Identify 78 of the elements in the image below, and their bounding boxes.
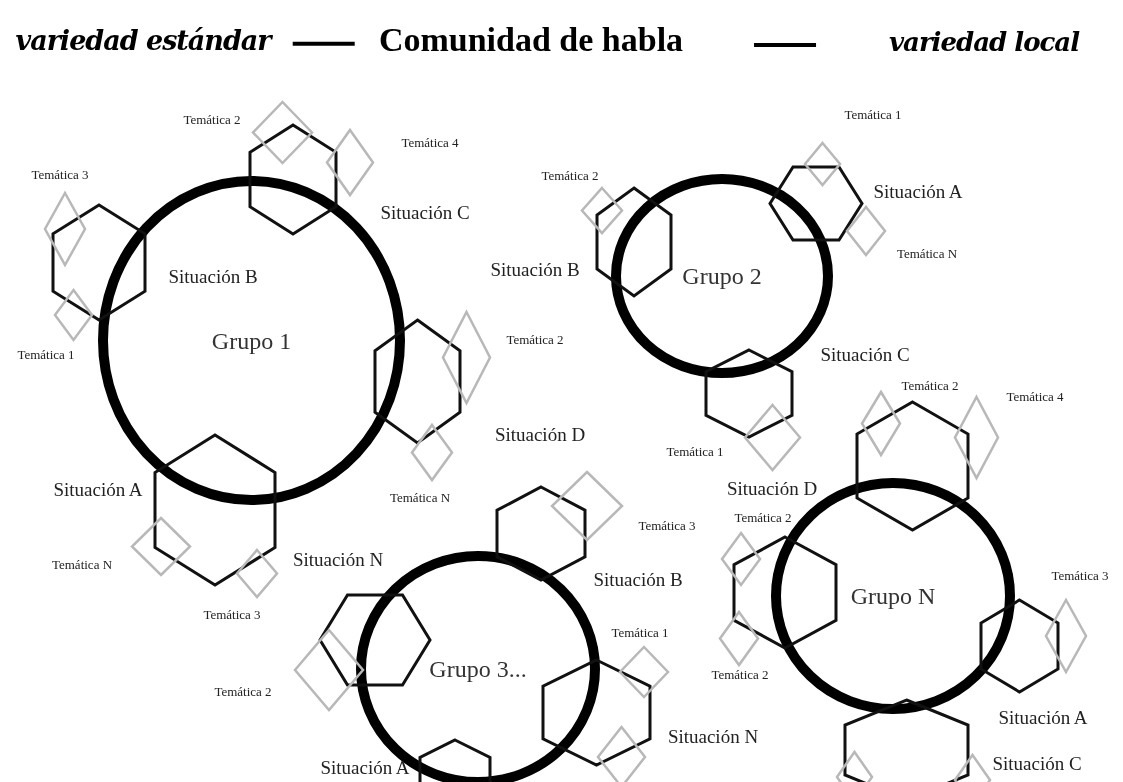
connector-line <box>292 41 355 46</box>
situation-label: Situación C <box>820 344 910 366</box>
situation-label: Situación D <box>494 424 586 446</box>
diamond <box>862 392 900 455</box>
hexagon <box>845 700 968 782</box>
connector-line <box>754 43 817 47</box>
variety-label: variedad estándar <box>15 24 271 56</box>
diamond <box>598 727 645 782</box>
situation-label: Situación C <box>992 753 1082 775</box>
hexagon <box>857 402 968 530</box>
situation-label: Situación B <box>593 569 683 591</box>
diamond <box>443 312 490 403</box>
hexagon <box>597 188 671 296</box>
topic-label: Temática 2 <box>734 510 792 526</box>
situation-label: Situación D <box>726 478 818 500</box>
diamond <box>745 405 800 470</box>
hexagon <box>497 487 585 580</box>
diamond <box>412 425 452 480</box>
diamond <box>552 472 622 540</box>
topic-label: Temática 2 <box>183 112 241 128</box>
diamond <box>237 550 277 597</box>
diamond <box>582 188 622 233</box>
group-label: Grupo 3... <box>429 655 527 683</box>
situation-label: Situación B <box>490 259 580 281</box>
topic-label: Temática 3 <box>203 607 261 623</box>
topic-label: Temática 2 <box>541 168 599 184</box>
situation-label: Situación A <box>320 757 410 779</box>
topic-label: Temática 1 <box>844 107 902 123</box>
topic-label: Temática 3 <box>638 518 696 534</box>
hexagon <box>981 600 1058 692</box>
topic-label: Temática 3 <box>1051 568 1109 584</box>
situation-label: Situación N <box>667 726 759 748</box>
diamond <box>720 612 758 665</box>
topic-label: Temática 2 <box>901 378 959 394</box>
diamond <box>55 290 92 340</box>
diamond <box>45 193 85 265</box>
variety-label: variedad local <box>888 27 1080 57</box>
group-label: Grupo 1 <box>211 327 292 354</box>
topic-label: Temática N <box>389 490 451 506</box>
diamond <box>847 207 885 255</box>
situation-label: Situación A <box>53 479 143 501</box>
hexagon <box>320 595 430 685</box>
topic-label: Temática 2 <box>506 332 564 348</box>
situation-label: Situación A <box>873 181 963 203</box>
hexagon <box>375 320 460 443</box>
diamond <box>805 143 840 185</box>
topic-label: Temática 2 <box>711 667 769 683</box>
situation-label: Situación B <box>168 266 258 288</box>
hexagon <box>250 125 336 234</box>
topic-label: Temática 2 <box>214 684 272 700</box>
topic-label: Temática 1 <box>17 347 75 363</box>
diamond <box>295 630 363 710</box>
hexagon <box>543 660 650 765</box>
topic-label: Temática 4 <box>401 135 459 151</box>
topic-label: Temática N <box>51 557 113 573</box>
diamond <box>132 518 190 575</box>
topic-label: Temática 3 <box>31 167 89 183</box>
diamond <box>1046 600 1086 672</box>
group-label: Grupo N <box>850 582 936 610</box>
situation-label: Situación A <box>998 707 1088 729</box>
topic-label: Temática 1 <box>666 444 724 460</box>
hexagon <box>770 167 862 240</box>
hexagon <box>155 435 275 585</box>
heading-text: Comunidad de habla <box>378 21 684 59</box>
situation-label: Situación N <box>292 549 384 571</box>
situation-label: Situación C <box>380 202 470 224</box>
diamond <box>327 130 373 195</box>
diamond <box>722 533 760 585</box>
hexagon <box>706 350 792 437</box>
hexagon <box>734 537 836 648</box>
group-label: Grupo 2 <box>682 262 762 290</box>
diamond <box>955 397 998 478</box>
topic-label: Temática 4 <box>1006 389 1064 405</box>
diamond <box>620 647 668 697</box>
hexagon <box>53 205 145 320</box>
topic-label: Temática N <box>896 246 958 262</box>
topic-label: Temática 1 <box>611 625 669 641</box>
diamond <box>253 102 312 163</box>
